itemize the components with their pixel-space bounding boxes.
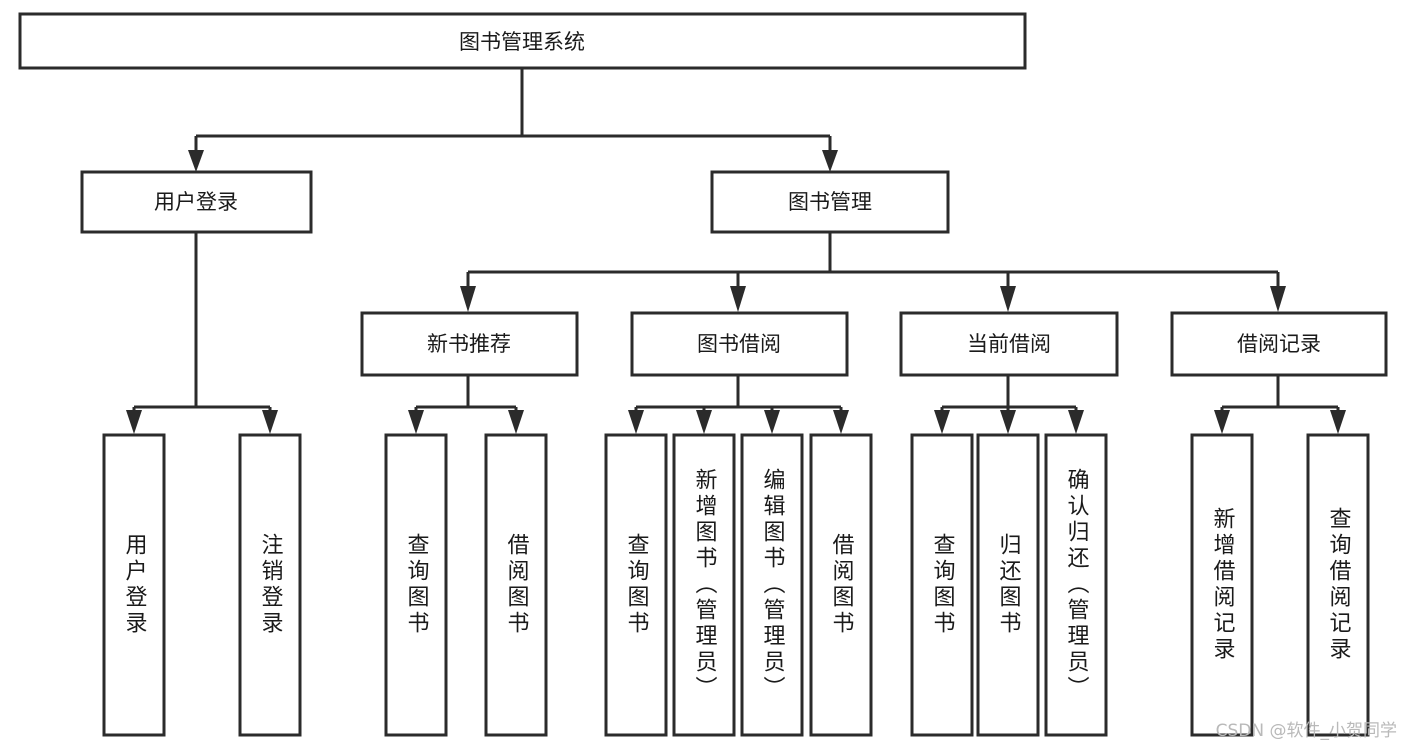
leaf-query-book-1[interactable]: 查询图书	[384, 433, 448, 737]
leaf-return-book[interactable]: 归还图书	[976, 433, 1040, 737]
leaf-borrow-book-2[interactable]: 借阅图书	[809, 433, 873, 737]
arrow-head-leaf-edit-book	[764, 410, 780, 434]
node-book-borrow-box[interactable]	[630, 311, 849, 377]
node-book-manage-box[interactable]	[710, 170, 950, 234]
leaf-confirm-return-label: 确认归还（管理员）	[1064, 468, 1090, 702]
node-root[interactable]: 图书管理系统	[18, 12, 1027, 70]
leaf-edit-book-box[interactable]	[740, 433, 804, 737]
leaf-return-book-box[interactable]	[976, 433, 1040, 737]
leaf-logout-login[interactable]: 注销登录	[238, 433, 302, 737]
leaf-query-book-1-label: 查询图书	[404, 533, 430, 637]
arrow-head-leaf-query-book-3	[934, 410, 950, 434]
connector-borrow-record-to-bus	[1222, 375, 1338, 409]
leaf-query-book-3-box[interactable]	[910, 433, 974, 737]
leaf-confirm-return[interactable]: 确认归还（管理员）	[1044, 433, 1108, 737]
connector-current-borrow-to-bus	[942, 375, 1076, 409]
leaf-query-book-1-box[interactable]	[384, 433, 448, 737]
node-book-manage[interactable]: 图书管理	[710, 170, 950, 234]
leaf-query-record[interactable]: 查询借阅记录	[1306, 433, 1370, 737]
node-current-borrow-box[interactable]	[899, 311, 1119, 377]
connector-root-to-bus	[196, 68, 830, 138]
connector-user-login-to-bus	[134, 232, 270, 409]
arrow-head-leaf-confirm-return	[1068, 410, 1084, 434]
leaf-query-record-label: 查询借阅记录	[1326, 507, 1352, 663]
leaf-query-book-3[interactable]: 查询图书	[910, 433, 974, 737]
leaf-user-login-label: 用户登录	[122, 533, 148, 637]
leaf-borrow-book-2-box[interactable]	[809, 433, 873, 737]
node-book-borrow-label: 图书借阅	[697, 332, 781, 356]
leaf-user-login[interactable]: 用户登录	[102, 433, 166, 737]
leaf-logout-login-label: 注销登录	[258, 533, 284, 637]
leaf-add-record-label: 新增借阅记录	[1210, 507, 1236, 663]
node-root-label: 图书管理系统	[459, 30, 585, 54]
arrow-head-book-manage	[822, 150, 838, 172]
node-current-borrow[interactable]: 当前借阅	[899, 311, 1119, 377]
leaf-edit-book-label: 编辑图书（管理员）	[760, 468, 786, 702]
node-borrow-record[interactable]: 借阅记录	[1170, 311, 1388, 377]
connector-book-manage-to-bus	[468, 232, 1278, 274]
node-new-book-recommend[interactable]: 新书推荐	[360, 311, 579, 377]
leaf-add-record[interactable]: 新增借阅记录	[1190, 433, 1254, 737]
leaf-borrow-book-1-box[interactable]	[484, 433, 548, 737]
arrow-head-leaf-query-book-1	[408, 410, 424, 434]
leaf-query-book-3-label: 查询图书	[930, 533, 956, 637]
connectors	[126, 68, 1346, 434]
leaf-confirm-return-box[interactable]	[1044, 433, 1108, 737]
connector-new-book-to-bus	[416, 375, 516, 409]
leaf-query-book-2-label: 查询图书	[624, 533, 650, 637]
node-root-box[interactable]	[18, 12, 1027, 70]
leaf-return-book-label: 归还图书	[996, 533, 1022, 637]
leaf-logout-login-box[interactable]	[238, 433, 302, 737]
arrow-head-leaf-add-book	[696, 410, 712, 434]
arrow-head-leaf-add-record	[1214, 410, 1230, 434]
connector-book-borrow-to-bus	[636, 375, 841, 409]
arrow-head-book-borrow	[730, 286, 746, 312]
node-user-login[interactable]: 用户登录	[80, 170, 313, 234]
node-book-borrow[interactable]: 图书借阅	[630, 311, 849, 377]
arrow-head-current-borrow	[1000, 286, 1016, 312]
leaf-borrow-book-1-label: 借阅图书	[504, 533, 530, 637]
leaf-add-book-box[interactable]	[672, 433, 736, 737]
arrow-head-leaf-return-book	[1000, 410, 1016, 434]
arrow-head-leaf-logout-login	[262, 410, 278, 434]
leaf-edit-book[interactable]: 编辑图书（管理员）	[740, 433, 804, 737]
arrow-head-leaf-query-book-2	[628, 410, 644, 434]
leaf-user-login-box[interactable]	[102, 433, 166, 737]
leaf-add-book[interactable]: 新增图书（管理员）	[672, 433, 736, 737]
node-current-borrow-label: 当前借阅	[967, 332, 1051, 356]
leaf-borrow-book-2-label: 借阅图书	[829, 533, 855, 637]
leaf-query-record-box[interactable]	[1306, 433, 1370, 737]
arrow-head-leaf-borrow-book-1	[508, 410, 524, 434]
node-user-login-box[interactable]	[80, 170, 313, 234]
node-borrow-record-label: 借阅记录	[1237, 332, 1321, 356]
arrow-head-leaf-user-login	[126, 410, 142, 434]
arrow-head-user-login	[188, 150, 204, 172]
leaf-add-book-label: 新增图书（管理员）	[692, 468, 718, 702]
node-borrow-record-box[interactable]	[1170, 311, 1388, 377]
node-new-book-recommend-box[interactable]	[360, 311, 579, 377]
node-user-login-label: 用户登录	[154, 190, 238, 214]
leaf-add-record-box[interactable]	[1190, 433, 1254, 737]
arrow-head-borrow-record	[1270, 286, 1286, 312]
arrow-head-new-book-recommend	[460, 286, 476, 312]
leaf-borrow-book-1[interactable]: 借阅图书	[484, 433, 548, 737]
leaf-query-book-2[interactable]: 查询图书	[604, 433, 668, 737]
node-book-manage-label: 图书管理	[788, 190, 872, 214]
arrow-head-leaf-query-record	[1330, 410, 1346, 434]
leaf-query-book-2-box[interactable]	[604, 433, 668, 737]
node-new-book-recommend-label: 新书推荐	[427, 332, 511, 356]
arrow-head-leaf-borrow-book-2	[833, 410, 849, 434]
